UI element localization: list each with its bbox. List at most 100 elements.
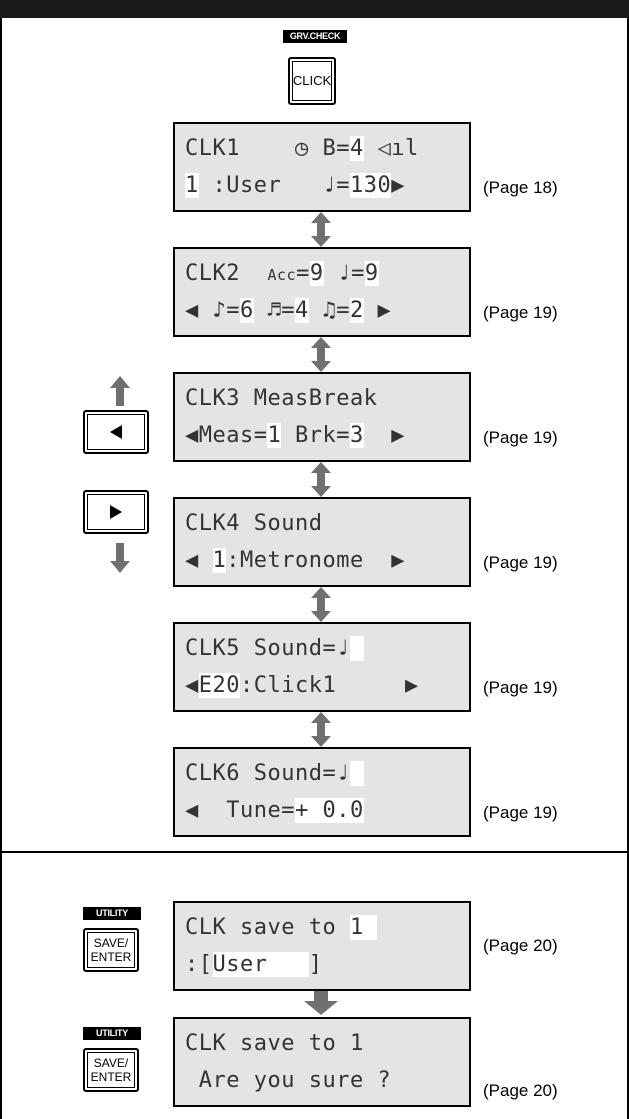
- double-arrow-icon: [311, 337, 331, 372]
- lcd-text: [199, 548, 213, 573]
- double-arrow-icon: [311, 462, 331, 497]
- page-ref-confirm: (Page 20): [483, 1081, 558, 1100]
- lcd-screen-save: CLK save to 1 :[User ]: [173, 901, 471, 991]
- lcd-value: 1: [185, 173, 199, 198]
- eighth-note-icon: ♪: [212, 298, 227, 323]
- lcd-line-2: :[User ]: [185, 952, 322, 978]
- triangle-left-icon: [110, 425, 122, 439]
- double-arrow-icon: [311, 587, 331, 622]
- triangle-right-icon: [110, 505, 122, 519]
- save-enter-button[interactable]: SAVE/ ENTER: [83, 928, 139, 972]
- down-arrow-icon: [304, 991, 338, 1015]
- lcd-value: 2: [350, 298, 364, 323]
- click-button[interactable]: CLICK: [288, 57, 336, 105]
- lcd-line-2: ◀ ♪=6 ♬=4 ♫=2 ▶: [185, 298, 391, 324]
- page-ref-clk6: (Page 19): [483, 803, 558, 822]
- utility-tag: UTILITY: [83, 907, 141, 920]
- lcd-text: CLK3 MeasBreak: [185, 386, 378, 411]
- lcd-value: 1: [267, 423, 282, 448]
- prev-arrow-icon: ◀: [185, 673, 199, 698]
- save-enter-button[interactable]: SAVE/ ENTER: [83, 1048, 139, 1092]
- up-arrow-icon: [110, 376, 130, 406]
- page-ref-clk1: (Page 18): [483, 178, 558, 197]
- lcd-line-2: 1 :User ♩=130▶: [185, 173, 405, 199]
- quarter-note-icon: ♩: [336, 761, 350, 786]
- lcd-line-1: CLK5 Sound=♩: [185, 636, 364, 662]
- prev-arrow-icon: ◀: [185, 298, 199, 323]
- sixteenth-note-icon: ♬: [267, 298, 282, 323]
- header-bar: [0, 0, 629, 18]
- lcd-screen-clk3: CLK3 MeasBreak ◀Meas=1 Brk=3 ▶: [173, 372, 471, 462]
- next-arrow-icon: ▶: [391, 548, 405, 573]
- click-button-label: CLICK: [292, 73, 332, 88]
- double-arrow-icon: [311, 712, 331, 747]
- lcd-line-2: Are you sure ?: [185, 1068, 391, 1094]
- prev-arrow-icon: ◀: [185, 423, 199, 448]
- utility-tag: UTILITY: [83, 1027, 141, 1040]
- lcd-value: + 0.0: [294, 798, 364, 823]
- next-arrow-icon: ▶: [377, 298, 392, 323]
- lcd-text: =: [336, 173, 350, 198]
- lcd-line-1: CLK save to 1: [185, 915, 378, 941]
- double-arrow-icon: [311, 212, 331, 247]
- lcd-line-1: CLK3 MeasBreak: [185, 386, 377, 412]
- lcd-value: 130: [349, 173, 392, 198]
- lcd-text: CLK2: [185, 261, 268, 286]
- lcd-text: Brk=: [281, 423, 350, 448]
- prev-arrow-icon: ◀: [185, 548, 199, 573]
- accent-icon: Acc: [267, 266, 297, 284]
- lcd-line-1: CLK2 Acc=9 ♩=9: [185, 261, 379, 287]
- save-enter-label-line2: ENTER: [90, 1070, 132, 1084]
- lcd-line-1: CLK6 Sound=♩: [185, 761, 364, 787]
- lcd-text: CLK1: [185, 136, 295, 161]
- lcd-value: 1: [349, 915, 378, 940]
- lcd-line-2: ◀ Tune=+ 0.0: [185, 798, 364, 824]
- quarter-note-icon: ♩: [337, 261, 352, 286]
- triplet-icon: ♫: [322, 298, 337, 323]
- lcd-text: :User: [198, 173, 323, 198]
- lcd-line-1: CLK1 ◷ B=4 ◁ıl: [185, 136, 419, 162]
- lcd-value: 9: [309, 261, 324, 286]
- lcd-screen-clk2: CLK2 Acc=9 ♩=9 ◀ ♪=6 ♬=4 ♫=2 ▶: [173, 247, 471, 337]
- speaker-icon: ◁ıl: [377, 136, 419, 161]
- lcd-text: =: [281, 298, 295, 323]
- prev-button[interactable]: [83, 410, 149, 454]
- page-ref-clk4: (Page 19): [483, 553, 558, 572]
- lcd-screen-clk5: CLK5 Sound=♩ ◀E20:Click1 ▶: [173, 622, 471, 712]
- lcd-value: E20: [198, 673, 240, 698]
- page-ref-clk2: (Page 19): [483, 303, 558, 322]
- lcd-text: [254, 298, 268, 323]
- next-arrow-icon: ▶: [391, 423, 405, 448]
- page-ref-clk3: (Page 19): [483, 428, 558, 447]
- lcd-screen-confirm: CLK save to 1 Are you sure ?: [173, 1017, 471, 1107]
- lcd-line-2: ◀E20:Click1 ▶: [185, 673, 419, 699]
- grv-check-tag: GRV.CHECK: [283, 30, 347, 43]
- lcd-text: [199, 298, 213, 323]
- lcd-text: Are you sure ?: [185, 1068, 392, 1093]
- lcd-value: 4: [295, 298, 309, 323]
- lcd-text: Tune=: [198, 798, 295, 823]
- page-ref-clk5: (Page 19): [483, 678, 558, 697]
- lcd-text: [309, 298, 323, 323]
- lcd-text: CLK save to: [185, 915, 350, 940]
- lcd-line-1: CLK4 Sound: [185, 511, 322, 537]
- next-button[interactable]: [83, 490, 149, 534]
- lcd-text: CLK6 Sound=: [185, 761, 337, 786]
- next-arrow-icon: ▶: [404, 673, 419, 698]
- lcd-text: [364, 136, 378, 161]
- lcd-text: =: [226, 298, 240, 323]
- lcd-text: B=: [308, 136, 350, 161]
- lcd-text: [364, 298, 378, 323]
- lcd-value: 4: [349, 136, 364, 161]
- lcd-value: 3: [349, 423, 364, 448]
- lcd-value: 6: [240, 298, 254, 323]
- lcd-text: :Metronome: [226, 548, 392, 573]
- lcd-text: ]: [308, 952, 323, 977]
- save-enter-label-line1: SAVE/: [93, 1056, 129, 1070]
- metronome-icon: ◷: [294, 136, 309, 161]
- lcd-line-2: ◀Meas=1 Brk=3 ▶: [185, 423, 405, 449]
- lcd-value: [349, 636, 364, 661]
- lcd-value: 9: [364, 261, 379, 286]
- quarter-note-icon: ♩: [336, 636, 350, 661]
